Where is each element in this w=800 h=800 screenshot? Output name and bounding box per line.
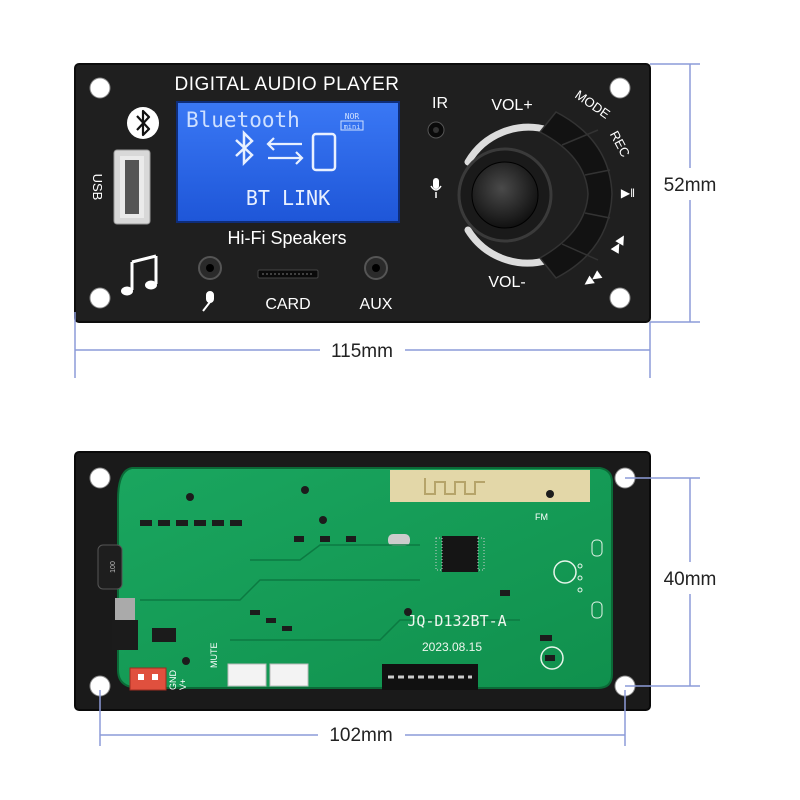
card-label: CARD [265, 296, 310, 313]
svg-text:100: 100 [110, 561, 117, 573]
vplus-label: V+ [178, 679, 188, 690]
panel-title: DIGITAL AUDIO PLAYER [174, 74, 399, 95]
voltage-regulator [112, 598, 138, 650]
vol-up-label: VOL+ [491, 97, 532, 114]
volume-arc-upper [464, 123, 552, 166]
lcd-line2: BT LINK [246, 186, 330, 210]
front-width-label: 115mm [331, 341, 393, 362]
ir-label: IR [432, 95, 448, 112]
aux-label: AUX [360, 296, 393, 313]
usb-label: USB [90, 174, 105, 201]
play-pause-button[interactable] [585, 180, 615, 210]
antenna [390, 470, 590, 502]
smd-components [140, 486, 555, 665]
pcb-traces [140, 544, 520, 641]
back-width-dimension [99, 690, 626, 746]
fm-label: FM [535, 512, 548, 522]
volume-knob[interactable] [457, 147, 553, 243]
mute-label: MUTE [209, 643, 219, 669]
lcd-phone-icon [311, 132, 337, 172]
lcd-nor: NOR [345, 112, 360, 121]
capacitor: 100 [97, 544, 123, 590]
lcd-bluetooth-icon [235, 129, 254, 167]
rec-button[interactable] [575, 145, 610, 173]
back-height-label: 40mm [664, 569, 717, 590]
vol-down-label: VOL- [488, 274, 525, 291]
back-width-label: 102mm [329, 725, 392, 746]
model-label: JQ-D132BT-A [407, 612, 506, 630]
microphone-icon [430, 178, 442, 198]
front-height-label: 52mm [664, 175, 717, 196]
lcd-arrows-icon [266, 137, 304, 165]
mounting-hole [89, 77, 111, 99]
mounting-hole [609, 77, 631, 99]
music-note-icon [121, 254, 158, 296]
usb-port[interactable] [113, 149, 151, 225]
speaker-connector[interactable] [227, 663, 309, 687]
date-label: 2023.08.15 [422, 640, 482, 654]
next-button[interactable] [575, 218, 610, 246]
gnd-label: GND [168, 670, 178, 691]
play-pause-icon: ▶‖ [621, 186, 635, 200]
test-pad [553, 560, 577, 584]
test-pad [540, 646, 564, 670]
power-connector[interactable] [129, 667, 167, 691]
bluetooth-icon [127, 107, 159, 139]
lcd-line1: Bluetooth [186, 108, 300, 132]
aux-jack[interactable] [364, 256, 388, 280]
mounting-hole [89, 467, 111, 489]
back-panel: FM 100 GND V+ MUTE [74, 451, 651, 711]
main-chip [435, 536, 485, 572]
header-pads [577, 539, 603, 619]
mounting-hole [609, 287, 631, 309]
front-panel: DIGITAL AUDIO PLAYER USB Bluetooth NOR m… [74, 63, 651, 323]
previous-button[interactable] [545, 250, 585, 278]
ir-receiver [427, 121, 445, 139]
transistor [152, 628, 176, 642]
button-cluster [538, 111, 613, 279]
card-slot-back [382, 664, 478, 690]
front-width-dimension [74, 312, 651, 378]
front-height-dimension [650, 63, 700, 323]
microphone-icon [202, 291, 214, 312]
sd-card-slot[interactable] [257, 269, 319, 279]
back-height-dimension [625, 477, 700, 687]
mode-button[interactable] [545, 112, 585, 140]
mounting-hole [89, 287, 111, 309]
lcd-display: Bluetooth NOR mini BT LINK [176, 101, 400, 223]
lcd-mode-icon: mini [344, 123, 361, 131]
mic-jack[interactable] [198, 256, 222, 280]
brand-label: Hi-Fi Speakers [227, 228, 346, 248]
volume-arc-lower [464, 226, 552, 267]
